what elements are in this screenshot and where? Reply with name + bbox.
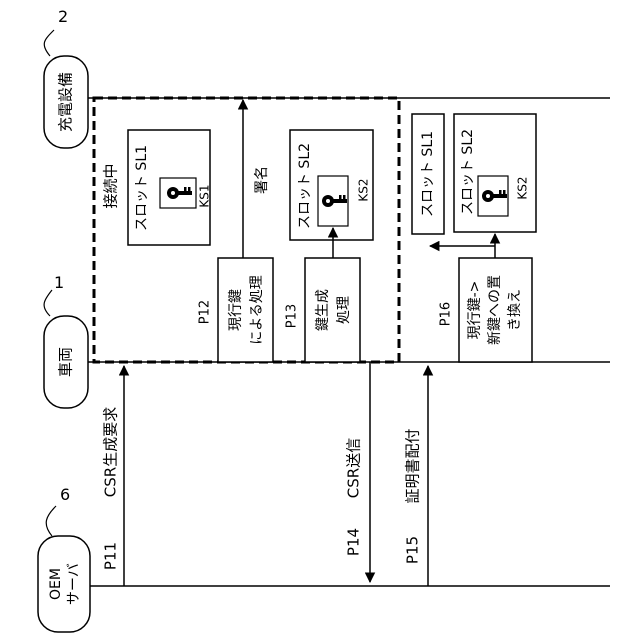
message-p11-text: CSR生成要求 (102, 407, 120, 497)
process-p12: 現行鍵 による処理 P12 (198, 258, 274, 362)
slot-label: スロット SL1 (134, 145, 150, 231)
connecting-label: 接続中 (102, 163, 120, 208)
slot-label: スロット SL1 (420, 131, 436, 217)
signature-label: 署名 (254, 166, 270, 194)
message-p14-text: CSR送信 (345, 438, 363, 498)
slot-sl1-right: スロット SL1 (412, 114, 444, 234)
charger-ref: 2 (58, 7, 68, 26)
message-p15-id: P15 (404, 536, 422, 564)
oem-ref-leader (46, 506, 56, 536)
slot-label: スロット SL2 (297, 143, 313, 229)
key-label: KS2 (357, 178, 371, 201)
process-p16: 現行鍵-> 新鍵への置 き換え P16 (439, 258, 533, 362)
vehicle-label: 車両 (57, 347, 75, 377)
message-p15-text: 証明書配付 (404, 428, 422, 503)
vehicle-ref: 1 (54, 273, 64, 292)
slot-sl1-left: スロット SL1 KS1 (128, 130, 212, 245)
charger-label: 充電設備 (57, 72, 75, 132)
oem-label-line2: サーバ (66, 563, 82, 605)
key-label: KS2 (516, 176, 530, 199)
process-line1: 現行鍵-> (467, 281, 483, 340)
slot-sl2-left: スロット SL2 KS2 (290, 130, 373, 240)
process-p13: 鍵生成 処理 P13 (285, 258, 361, 362)
process-line1: 鍵生成 (315, 289, 331, 331)
slot-label: スロット SL2 (460, 129, 476, 215)
oem-node (38, 536, 90, 632)
slot-sl2-right: スロット SL2 KS2 (454, 114, 536, 232)
process-id: P13 (285, 304, 300, 328)
charger-entity: 充電設備 2 (44, 7, 88, 148)
message-p11-id: P11 (102, 542, 120, 570)
oem-label-line1: OEM (48, 568, 64, 600)
message-p14-id: P14 (345, 528, 363, 556)
vehicle-entity: 車両 1 (44, 273, 88, 408)
process-line2: 処理 (336, 296, 352, 324)
process-line1: 現行鍵 (228, 289, 244, 331)
process-id: P16 (439, 302, 454, 326)
process-id: P12 (198, 300, 213, 324)
process-line3: き換え (507, 289, 523, 331)
process-line2: による処理 (249, 275, 265, 345)
charger-ref-leader (44, 30, 54, 56)
key-label: KS1 (198, 184, 212, 207)
oem-ref: 6 (60, 485, 70, 504)
oem-entity: OEM サーバ 6 (38, 485, 90, 632)
vehicle-ref-leader (44, 290, 52, 316)
process-line2: 新鍵への置 (487, 275, 503, 345)
